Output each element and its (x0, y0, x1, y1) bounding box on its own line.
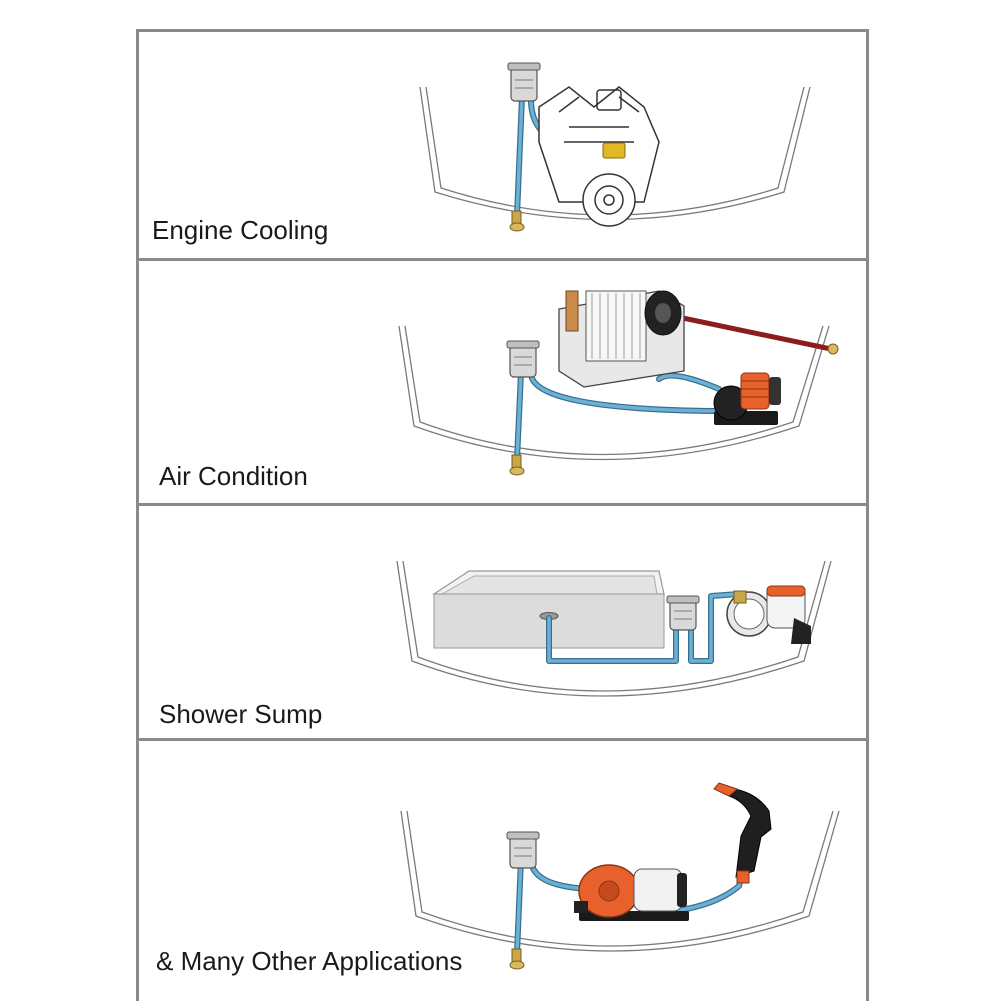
thru-hull-fitting (509, 210, 525, 232)
hull-outline (400, 810, 840, 952)
panel-label: & Many Other Applications (156, 946, 463, 976)
discharge-fitting (827, 343, 839, 355)
air-condition-diagram (398, 290, 839, 476)
strainer-icon (666, 595, 700, 631)
washdown-hose-icon (713, 782, 772, 884)
pump-icon (713, 372, 781, 425)
engine-cooling-diagram (419, 62, 811, 232)
panel-label: Shower Sump (159, 699, 323, 729)
shower-sump-diagram (396, 560, 832, 697)
strainer-icon (506, 831, 540, 869)
washdown-pump-icon (574, 864, 689, 921)
pump-icon (726, 585, 811, 644)
air-condition-panel: Air Condition (136, 258, 869, 506)
other-applications-diagram (400, 782, 840, 970)
thru-hull-fitting (509, 454, 525, 476)
hose (514, 370, 722, 462)
engine-cooling-panel: Engine Cooling (136, 29, 869, 261)
strainer-icon (507, 62, 541, 102)
air-conditioner-icon (558, 290, 685, 388)
other-applications-panel: & Many Other Applications (136, 738, 869, 1001)
panel-label: Engine Cooling (152, 215, 329, 245)
shower-sump-panel: Shower Sump (136, 503, 869, 741)
discharge-line (656, 310, 834, 352)
heat-exchanger-fitting (602, 142, 626, 159)
engine-icon (538, 86, 660, 227)
hull-outline (398, 325, 830, 461)
hull-outline (396, 560, 832, 697)
strainer-icon (506, 340, 540, 378)
panel-label: Air Condition (159, 461, 308, 491)
thru-hull-fitting (509, 948, 525, 970)
hose (546, 591, 742, 664)
